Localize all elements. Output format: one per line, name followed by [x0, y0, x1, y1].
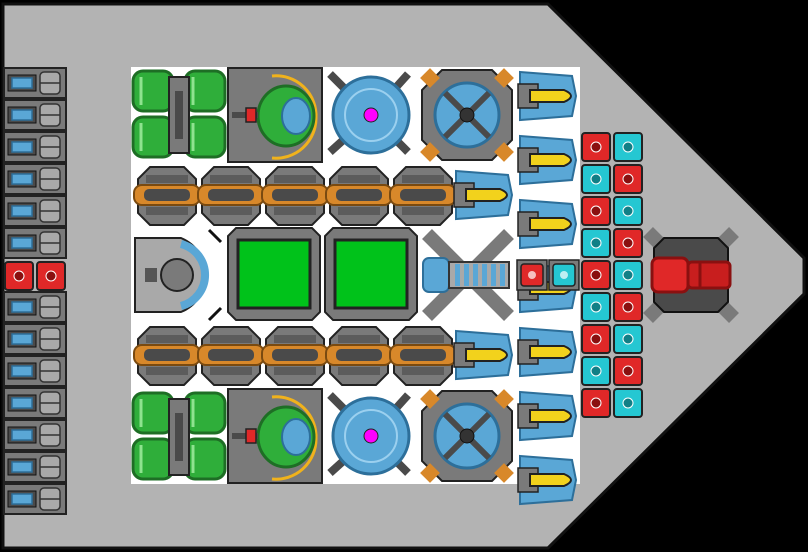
checker-block-r9-c1[interactable] [581, 388, 611, 418]
checker-block-r1-c1[interactable] [581, 132, 611, 162]
reactor-core-top[interactable] [327, 71, 411, 155]
thruster-block-7[interactable] [3, 291, 67, 323]
checker-block-r2-c2[interactable] [613, 164, 643, 194]
shield-generator[interactable] [134, 228, 223, 322]
cannon-row2-4[interactable] [325, 326, 393, 386]
checker-block-r7-c1[interactable] [581, 324, 611, 354]
checker-block-r8-c2[interactable] [613, 356, 643, 386]
checker-block-r9-c2[interactable] [613, 388, 643, 418]
checker-block-r8-c1[interactable] [581, 356, 611, 386]
missile-pod-column-1[interactable] [517, 70, 578, 122]
checker-block-r1-c2[interactable] [613, 132, 643, 162]
missile-pod-row2[interactable] [453, 329, 514, 381]
cannon-row2-2[interactable] [197, 326, 265, 386]
laser-turret[interactable] [422, 229, 514, 321]
thruster-block-2[interactable] [3, 99, 67, 131]
cannon-row1-4[interactable] [325, 166, 393, 226]
missile-pod-column-5[interactable] [517, 326, 578, 378]
thruster-block-10[interactable] [3, 387, 67, 419]
thruster-block-9[interactable] [3, 355, 67, 387]
checker-block-r3-c1[interactable] [581, 196, 611, 226]
cannon-row2-3[interactable] [261, 326, 329, 386]
screen-right[interactable] [324, 227, 418, 321]
cannon-row1-3[interactable] [261, 166, 329, 226]
missile-pod-column-7[interactable] [517, 454, 578, 506]
red-armor-block-right[interactable] [36, 261, 66, 291]
cannon-row2-1[interactable] [133, 326, 201, 386]
thruster-block-1[interactable] [3, 67, 67, 99]
thruster-block-11[interactable] [3, 419, 67, 451]
checker-block-r2-c1[interactable] [581, 164, 611, 194]
checker-block-r3-c2[interactable] [613, 196, 643, 226]
cannon-row1-5[interactable] [389, 166, 457, 226]
reactor-core-bottom[interactable] [327, 392, 411, 476]
thruster-block-13[interactable] [3, 483, 67, 515]
checker-block-r6-c2[interactable] [613, 292, 643, 322]
connector-block-red[interactable] [516, 259, 548, 291]
checker-block-r5-c2[interactable] [613, 260, 643, 290]
gyroscope-bottom[interactable] [420, 389, 514, 483]
checker-block-r4-c2[interactable] [613, 228, 643, 258]
cockpit-top[interactable] [227, 67, 323, 163]
checker-block-r5-c1[interactable] [581, 260, 611, 290]
thruster-block-6[interactable] [3, 227, 67, 259]
thruster-block-4[interactable] [3, 163, 67, 195]
checker-block-r6-c1[interactable] [581, 292, 611, 322]
checker-block-r4-c1[interactable] [581, 228, 611, 258]
thruster-block-5[interactable] [3, 195, 67, 227]
screen-left[interactable] [227, 227, 321, 321]
cannon-row2-5[interactable] [389, 326, 457, 386]
cockpit-bottom[interactable] [227, 388, 323, 484]
gyroscope-top[interactable] [420, 68, 514, 162]
missile-pod-column-3[interactable] [517, 198, 578, 250]
red-armor-block-left[interactable] [4, 261, 34, 291]
cannon-row1-2[interactable] [197, 166, 265, 226]
cannon-row1-1[interactable] [133, 166, 201, 226]
connector-block-cyan[interactable] [548, 259, 580, 291]
missile-pod-row1[interactable] [453, 169, 514, 221]
thruster-block-12[interactable] [3, 451, 67, 483]
thruster-block-3[interactable] [3, 131, 67, 163]
thruster-block-8[interactable] [3, 323, 67, 355]
checker-block-r7-c2[interactable] [613, 324, 643, 354]
missile-pod-column-2[interactable] [517, 134, 578, 186]
engine-bank-bottom[interactable] [131, 391, 227, 481]
heavy-turret[interactable] [643, 227, 739, 323]
engine-bank-top[interactable] [131, 69, 227, 159]
missile-pod-column-6[interactable] [517, 390, 578, 442]
